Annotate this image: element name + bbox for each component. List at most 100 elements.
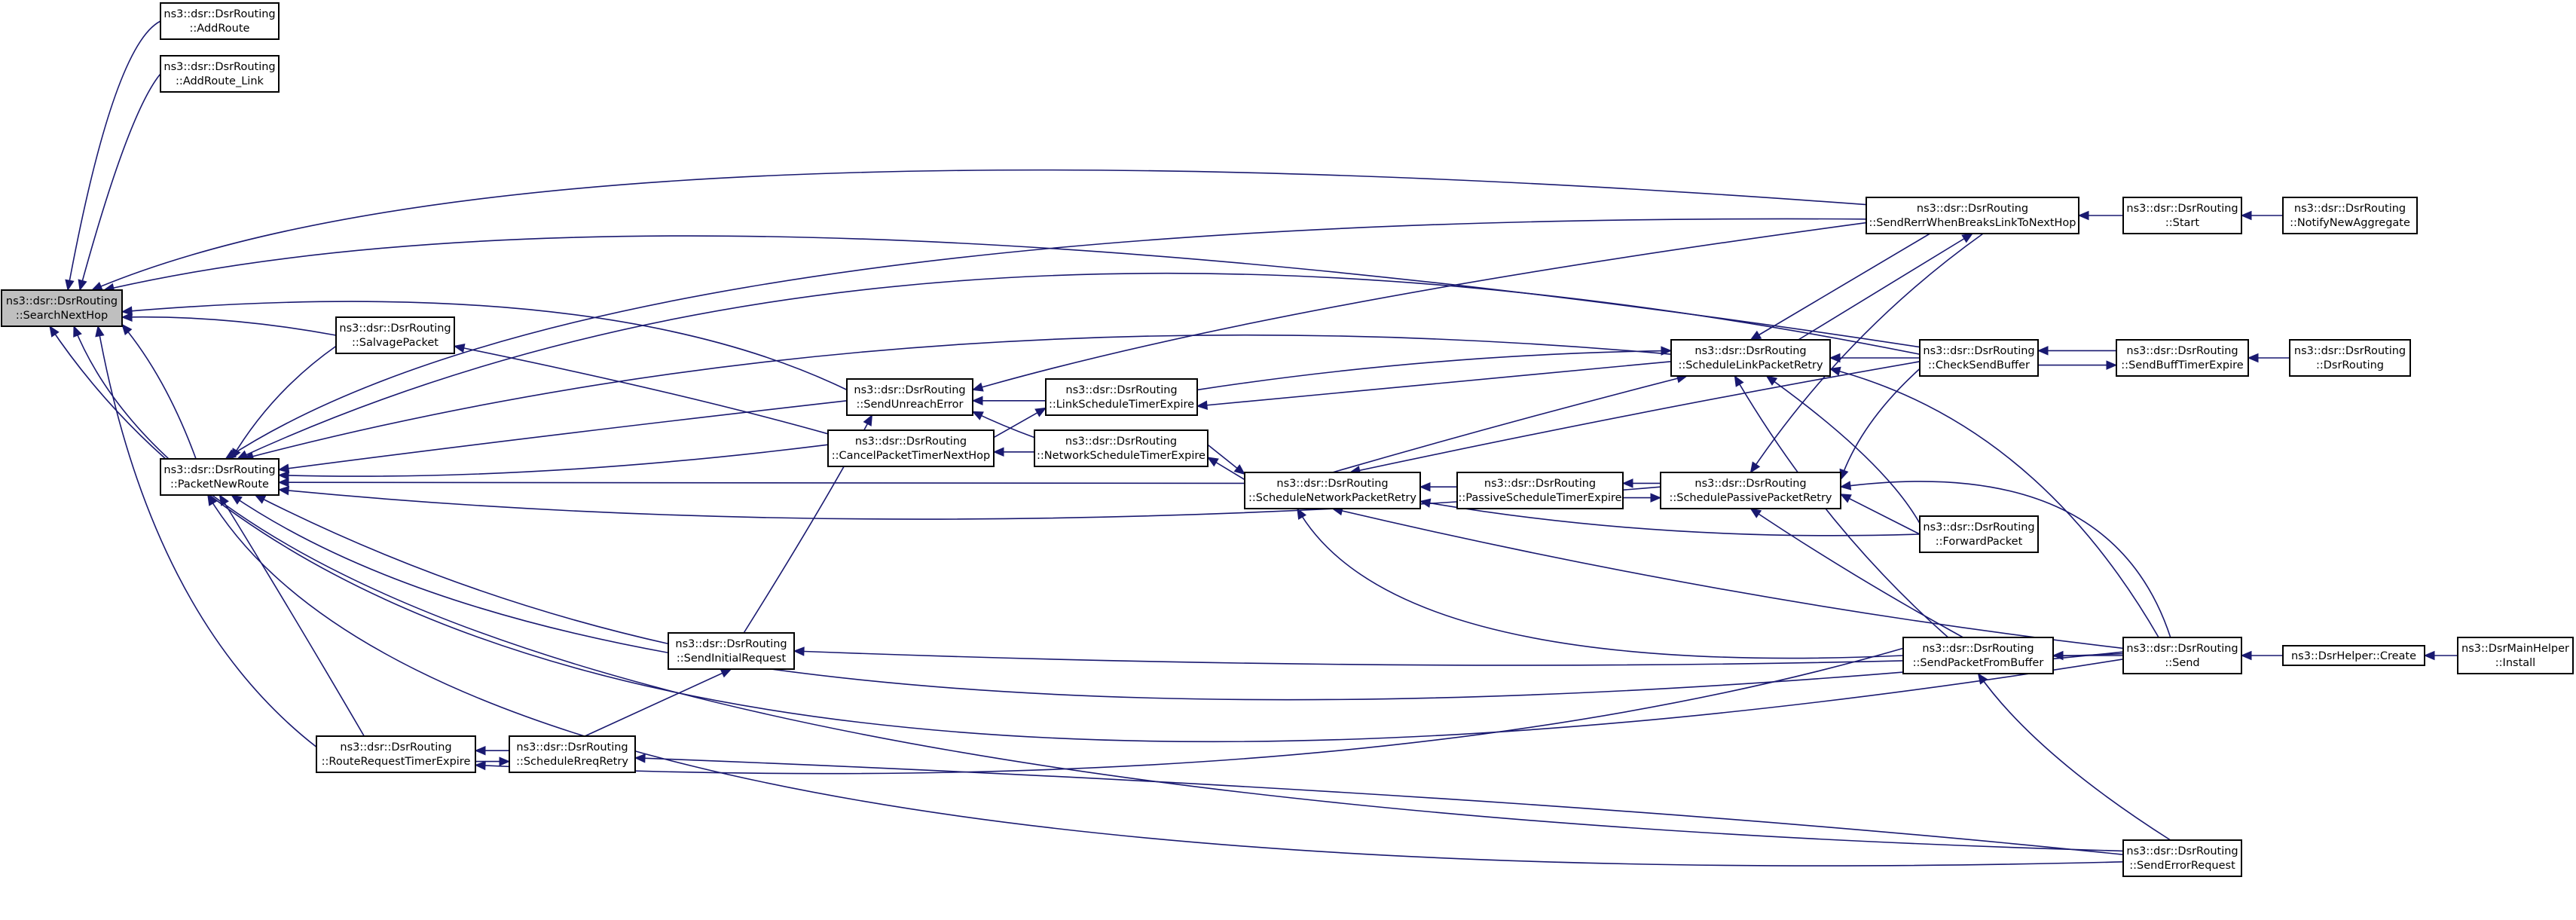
node-dsr-helper-create[interactable]: ns3::DsrHelper::Create [2282,645,2425,666]
edge-forward_packet-to-schedule_network_packet_retry [1419,498,1921,536]
edge-cancel_packet_timer_next_hop-to-salvage_packet [453,343,829,435]
edge-dsr_routing_ctor-to-send_buff_timer_expire [2247,353,2290,363]
node-label-line1: ns3::dsr::DsrRouting [163,61,275,73]
node-add-route[interactable]: ns3::dsr::DsrRouting::AddRoute [160,2,280,40]
edge-arrowhead [95,325,105,338]
node-check-send-buffer[interactable]: ns3::dsr::DsrRouting::CheckSendBuffer [1919,339,2039,377]
edge-add_route-to-search_next_hop [65,20,161,292]
edge-cancel_packet_timer_next_hop-to-packet_new_route [277,444,829,481]
node-schedule-link-packet-retry[interactable]: ns3::dsr::DsrRouting::ScheduleLinkPacket… [1670,339,1831,377]
edge-arrowhead [2052,650,2064,661]
edge-line [1419,500,1921,536]
edge-arrowhead [254,494,267,504]
edge-dsr_helper_create-to-send [2240,650,2283,661]
edge-line [97,326,317,748]
node-notify-new-aggregate[interactable]: ns3::dsr::DsrRouting::NotifyNewAggregate [2282,197,2418,234]
node-label-line1: ns3::DsrMainHelper [2461,643,2569,655]
edge-arrowhead [218,494,229,506]
node-box [160,458,280,496]
node-send-packet-from-buffer[interactable]: ns3::dsr::DsrRouting::SendPacketFromBuff… [1902,637,2054,674]
edge-send-to-send_packet_from_buffer [2052,650,2123,661]
node-label-line2: ::SendUnreachError [856,399,963,411]
edge-salvage_packet-to-packet_new_route [231,345,337,460]
node-search-next-hop[interactable]: ns3::dsr::DsrRouting::SearchNextHop [1,289,123,327]
edge-arrowhead [1233,464,1246,475]
edge-arrowhead [1749,461,1761,474]
edge-send_unreach_error-to-search_next_hop [121,301,848,391]
node-box [160,55,280,93]
edge-schedule_link_packet_retry-to-link_schedule_timer_expire [1196,361,1672,410]
node-schedule-network-packet-retry[interactable]: ns3::dsr::DsrRouting::ScheduleNetworkPac… [1244,472,1421,509]
edge-forward_packet-to-schedule_passive_packet_retry [1839,494,1921,535]
node-box [1902,637,2054,674]
node-start[interactable]: ns3::dsr::DsrRouting::Start [2122,197,2242,234]
edge-arrowhead [971,382,984,392]
node-schedule-rreq-retry[interactable]: ns3::dsr::DsrRouting::ScheduleRreqRetry [509,735,636,773]
edge-arrowhead [121,312,133,322]
edge-arrowhead [1765,375,1778,386]
node-label-line2: ::DsrRouting [2316,359,2384,371]
edge-schedule_link_packet_retry-to-send_rerr_when_breaks_link [1798,233,1974,341]
node-label-line2: ::SendRerrWhenBreaksLinkToNextHop [1869,217,2076,229]
node-label-line1: ns3::dsr::DsrRouting [2294,345,2406,357]
edge-arrowhead [1734,374,1744,387]
node-label-line1: ns3::DsrHelper::Create [2291,650,2416,662]
edge-line [243,334,1672,460]
node-link-schedule-timer-expire[interactable]: ns3::dsr::DsrRouting::LinkScheduleTimerE… [1045,378,1198,416]
node-box [2116,339,2249,377]
node-label-line1: ns3::dsr::DsrRouting [2126,643,2238,655]
edge-arrowhead [453,343,466,353]
edge-arrowhead [474,745,486,756]
node-send-initial-request[interactable]: ns3::dsr::DsrRouting::SendInitialRequest [668,632,795,670]
edge-line [218,494,365,737]
node-dsr-routing-ctor[interactable]: ns3::dsr::DsrRouting::DsrRouting [2289,339,2411,377]
node-box [2122,637,2242,674]
node-label-line2: ::SendInitialRequest [677,653,787,665]
edge-arrowhead [231,494,243,505]
edge-send_packet_from_buffer-to-schedule_link_packet_retry [1734,374,1949,638]
edge-check_send_buffer-to-schedule_network_packet_retry [1349,361,1921,475]
node-label-line1: ns3::dsr::DsrRouting [2294,203,2406,215]
node-dsr-main-helper-install[interactable]: ns3::DsrMainHelper::Install [2457,637,2574,674]
node-label-line1: ns3::dsr::DsrRouting [675,638,787,650]
edge-schedule_network_packet_retry-to-packet_new_route [277,477,1245,488]
edge-network_schedule_timer_expire-to-cancel_packet_timer_next_hop [992,447,1034,457]
node-send-buff-timer-expire[interactable]: ns3::dsr::DsrRouting::SendBuffTimerExpir… [2116,339,2249,377]
edge-line [1349,361,1921,473]
edge-line [1750,508,1963,638]
edge-arrowhead [1829,353,1841,363]
edge-arrowhead [474,760,486,771]
node-send-unreach-error[interactable]: ns3::dsr::DsrRouting::SendUnreachError [846,378,973,416]
edge-line [1332,508,2124,650]
edge-schedule_network_packet_retry-to-schedule_link_packet_retry [1332,374,1688,473]
edge-arrowhead [277,485,290,496]
node-send-error-request[interactable]: ns3::dsr::DsrRouting::SendErrorRequest [2122,839,2242,877]
edge-route_request_timer_expire-to-packet_new_route [218,494,365,737]
node-cancel-packet-timer-next-hop[interactable]: ns3::dsr::DsrRouting::CancelPacketTimerN… [827,429,995,467]
edge-line [1840,481,2171,638]
edge-arrowhead [2077,210,2089,221]
node-send-rerr-when-breaks-link[interactable]: ns3::dsr::DsrRouting::SendRerrWhenBreaks… [1866,197,2079,234]
node-send[interactable]: ns3::dsr::DsrRouting::Send [2122,637,2242,674]
edge-arrowhead [1419,498,1432,508]
node-forward-packet[interactable]: ns3::dsr::DsrRouting::ForwardPacket [1919,515,2039,553]
node-label-line1: ns3::dsr::DsrRouting [1923,521,2034,533]
edge-arrowhead [1034,407,1047,417]
edge-line [1829,368,2159,638]
node-packet-new-route[interactable]: ns3::dsr::DsrRouting::PacketNewRoute [160,458,280,496]
edge-route_request_timer_expire-to-schedule_rreq_retry [475,756,511,766]
node-label-line1: ns3::dsr::DsrRouting [1694,345,1806,357]
node-add-route-link[interactable]: ns3::dsr::DsrRouting::AddRoute_Link [160,55,280,93]
node-schedule-passive-packet-retry[interactable]: ns3::dsr::DsrRouting::SchedulePassivePac… [1660,472,1841,509]
node-route-request-timer-expire[interactable]: ns3::dsr::DsrRouting::RouteRequestTimerE… [316,735,476,773]
node-passive-schedule-timer-expire[interactable]: ns3::dsr::DsrRouting::PassiveScheduleTim… [1456,472,1624,509]
edge-line [237,272,1921,460]
edge-schedule_rreq_retry-to-send_initial_request [584,668,732,737]
node-box [509,735,636,773]
node-label-line1: ns3::dsr::DsrRouting [1917,203,2028,215]
node-network-schedule-timer-expire[interactable]: ns3::dsr::DsrRouting::NetworkScheduleTim… [1034,429,1209,467]
node-label-line1: ns3::dsr::DsrRouting [854,384,965,396]
edge-add_route_link-to-search_next_hop [78,73,161,292]
edge-arrowhead [2037,346,2049,356]
node-salvage-packet[interactable]: ns3::dsr::DsrRouting::SalvagePacket [335,316,455,354]
